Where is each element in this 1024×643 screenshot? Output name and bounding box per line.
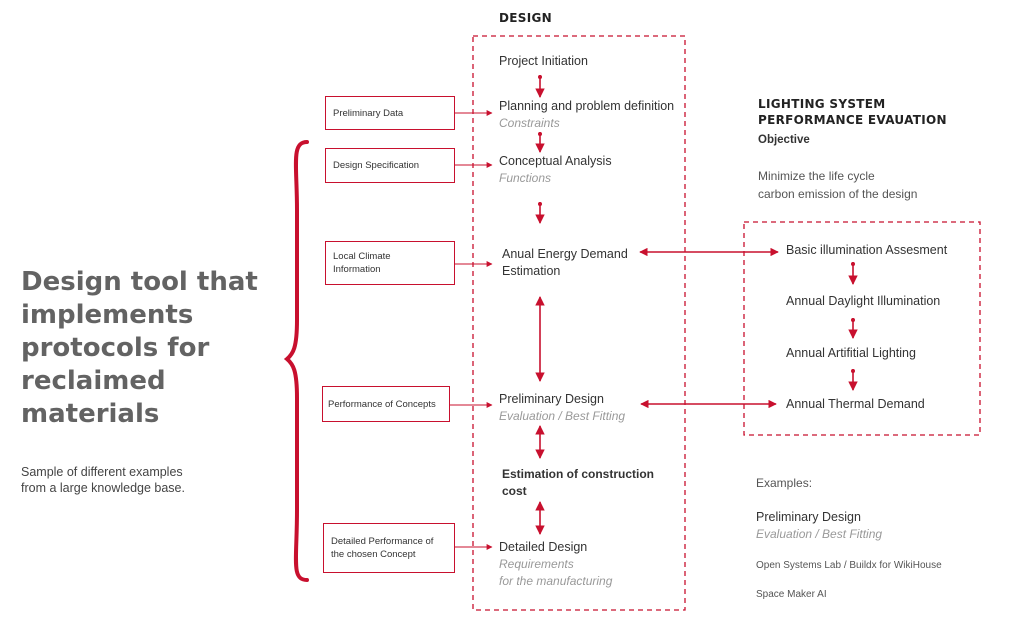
objective-label: Objective: [758, 134, 810, 146]
input-detailed-performance-line1: Detailed Performance of: [331, 536, 434, 547]
input-design-specification: Design Specification: [325, 148, 455, 183]
light-step-daylight: Annual Daylight Illumination: [786, 294, 941, 308]
input-local-climate-line2: Information: [333, 264, 381, 275]
example-open-systems: Open Systems Lab / Buildx for WikiHouse: [756, 560, 942, 571]
design-frame: [472, 35, 686, 611]
objective-line1: Minimize the life cycle: [758, 169, 875, 183]
step-detailed: Detailed Design: [499, 540, 588, 554]
lighting-heading-line2: PERFORMANCE EVAUATION: [758, 113, 947, 127]
step-conceptual-sub: Functions: [499, 171, 552, 185]
step-planning: Planning and problem definition: [499, 99, 675, 113]
example-preliminary-sub: Evaluation / Best Fitting: [756, 527, 883, 541]
step-preliminary: Preliminary Design: [499, 392, 604, 406]
light-step-thermal: Annual Thermal Demand: [786, 397, 925, 411]
input-performance-concepts: Performance of Concepts: [322, 386, 450, 422]
input-detailed-performance-line2: the chosen Concept: [331, 549, 416, 560]
examples-label: Examples:: [756, 476, 813, 490]
lighting-heading-line1: LIGHTING SYSTEM: [758, 97, 886, 111]
step-detailed-sub-2: for the manufacturing: [499, 574, 613, 588]
step-cost-line1: Estimation of construction: [502, 467, 655, 481]
input-local-climate-line1: Local Climate: [333, 251, 391, 262]
example-space-maker: Space Maker AI: [756, 589, 827, 600]
main-subtitle: Sample of different examples from a larg…: [21, 465, 185, 495]
step-planning-sub: Constraints: [499, 116, 560, 130]
step-energy-line1: Anual Energy Demand: [502, 247, 628, 261]
step-project-initiation: Project Initiation: [499, 54, 588, 68]
lighting-frame: [743, 221, 981, 436]
step-detailed-sub-1: Requirements: [499, 557, 574, 571]
step-preliminary-sub: Evaluation / Best Fitting: [499, 409, 626, 423]
input-preliminary-data-label: Preliminary Data: [333, 107, 404, 119]
light-step-artificial: Annual Artifitial Lighting: [786, 346, 916, 360]
design-heading: DESIGN: [499, 11, 552, 25]
main-title: Design tool that implements protocols fo…: [21, 267, 258, 429]
input-performance-concepts-label: Performance of Concepts: [328, 398, 436, 410]
example-preliminary: Preliminary Design: [756, 510, 861, 524]
input-preliminary-data: Preliminary Data: [325, 96, 455, 130]
input-local-climate: Local Climate Information: [325, 241, 455, 285]
step-cost-line2: cost: [502, 484, 527, 498]
input-design-specification-label: Design Specification: [333, 160, 420, 171]
light-step-basic: Basic illumination Assesment: [786, 243, 948, 257]
curly-brace: [283, 140, 309, 582]
objective-line2: carbon emission of the design: [758, 187, 918, 201]
step-conceptual: Conceptual Analysis: [499, 154, 612, 168]
input-detailed-performance: Detailed Performance of the chosen Conce…: [323, 523, 455, 573]
step-energy-line2: Estimation: [502, 264, 561, 278]
